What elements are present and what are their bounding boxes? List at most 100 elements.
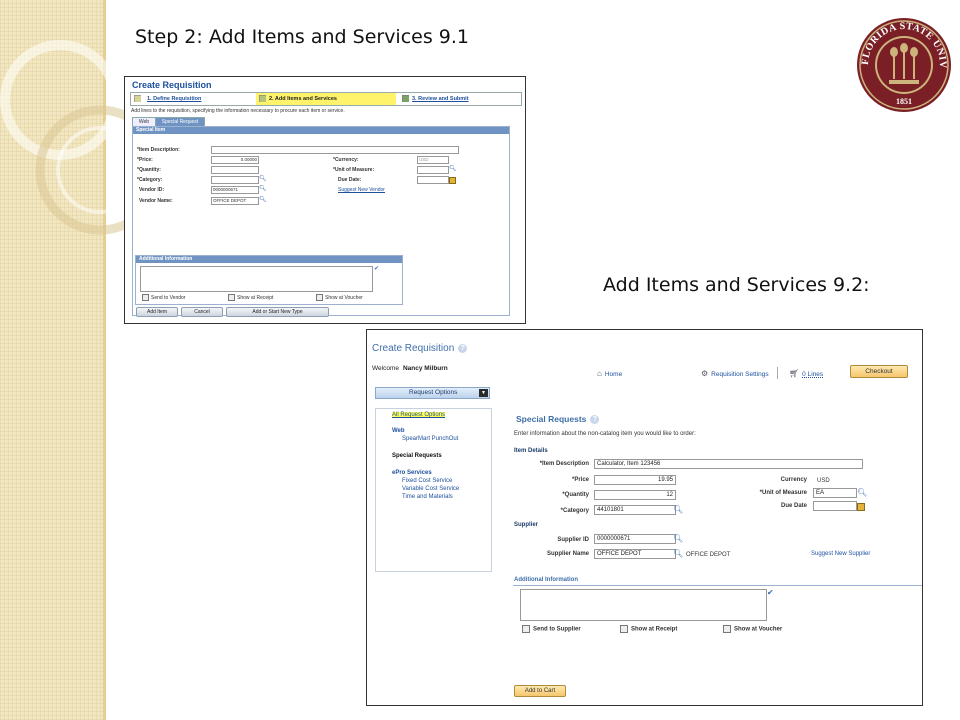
vendor-id-search-icon[interactable]: 🔍︎ [259,186,267,192]
supplier-name-search-icon[interactable]: 🔍︎ [673,549,684,558]
category-input[interactable]: 44101801 [594,505,676,515]
step-2-icon [259,95,266,102]
due-date-input[interactable] [417,176,449,184]
vendor-name-input[interactable]: OFFICE DEPOT [211,197,259,205]
quantity-input[interactable] [211,166,259,174]
due-date-label: Due Date [780,503,807,509]
calendar-icon[interactable] [857,503,865,511]
step-3-icon [402,95,409,102]
calendar-icon[interactable] [449,177,456,184]
step-1-link[interactable]: 1. Define Requisition [147,96,202,102]
vendor-id-input[interactable]: 0000000671 [211,186,259,194]
item-description-input[interactable] [211,146,459,154]
sidebar-item-time-and-materials[interactable]: Time and Materials [402,494,453,500]
send-to-vendor-checkbox[interactable]: Send to Vendor [142,294,185,301]
cancel-button[interactable]: Cancel [181,307,223,317]
spellcheck-icon[interactable]: ✔ [767,588,774,597]
supplier-id-input[interactable]: 0000000671 [594,534,676,544]
sidebar-item-special-requests[interactable]: Special Requests [392,453,442,459]
sidebar-item-fixed-cost-service[interactable]: Fixed Cost Service [402,478,453,484]
slide-title-9-2: Add Items and Services 9.2: [603,274,870,296]
instructions-text: Add lines to the requisition, specifying… [131,108,345,114]
item-description-input[interactable]: Calculator, Item 123456 [594,459,863,469]
supplier-id-search-icon[interactable]: 🔍︎ [673,534,684,543]
vendor-name-label: Vendor Name: [139,198,173,204]
category-search-icon[interactable]: 🔍︎ [259,176,267,182]
unit-of-measure-label: *Unit of Measure [759,490,807,496]
currency-input[interactable]: USD [417,156,449,164]
price-label: *Price: [137,157,153,163]
cart-icon: 🛒︎ [789,369,800,378]
step-1[interactable]: 1. Define Requisition [134,93,254,105]
add-to-cart-button[interactable]: Add to Cart [514,685,566,697]
quantity-input[interactable]: 12 [594,490,676,500]
step-bar: 1. Define Requisition 2. Add Items and S… [130,92,522,106]
sidebar-item-epro-services[interactable]: ePro Services [392,470,432,476]
decorative-band [0,0,106,720]
home-link[interactable]: ⌂Home [597,369,622,378]
show-at-voucher-checkbox[interactable]: Show at Voucher [723,625,782,633]
special-requests-heading: Special Requests? [516,414,600,425]
uom-search-icon[interactable]: 🔍︎ [857,488,868,497]
sidebar-item-variable-cost-service[interactable]: Variable Cost Service [402,486,460,492]
unit-of-measure-input[interactable]: EA [813,488,857,498]
page-title: Create Requisition [132,80,212,90]
category-input[interactable] [211,176,259,184]
add-or-start-new-type-button[interactable]: Add or Start New Type [226,307,329,317]
supplier-name-input[interactable]: OFFICE DEPOT [594,549,676,559]
step-2[interactable]: 2. Add Items and Services [256,93,396,105]
price-input[interactable]: 19.95 [594,475,676,485]
quantity-label: *Quantity [562,492,589,498]
cart-lines-label: 0 Lines [802,371,824,378]
step-3-link[interactable]: 3. Review and Submit [412,96,469,102]
sidebar-item-all-request-options[interactable]: All Request Options [392,412,446,418]
cart-link[interactable]: 🛒︎0 Lines [789,369,823,378]
unit-of-measure-label: *Unit of Measure: [333,167,375,173]
add-item-button[interactable]: Add Item [136,307,178,317]
sidebar-item-web[interactable]: Web [392,428,405,434]
spellcheck-icon[interactable]: ✔ [374,266,380,272]
currency-label: *Currency: [333,157,359,163]
checkout-button[interactable]: Checkout [850,365,908,378]
user-name: Nancy Milburn [402,365,448,372]
additional-information-panel: Additional Information ✔ Send to Vendor … [135,255,403,305]
special-requests-subtext: Enter information about the non-catalog … [514,431,696,437]
quantity-label: *Quantity: [137,167,161,173]
requisition-settings-link[interactable]: ⚙Requisition Settings [701,369,769,378]
category-label: *Category [560,508,589,514]
category-search-icon[interactable]: 🔍︎ [673,505,684,514]
request-options-label: Request Options [409,389,458,396]
step-2-label: 2. Add Items and Services [269,96,337,102]
suggest-new-vendor-link[interactable]: Suggest New Vendor [338,187,385,193]
price-input[interactable]: 0.00000 [211,156,259,164]
additional-information-header: Additional Information [514,577,578,583]
supplier-id-label: Supplier ID [557,537,589,543]
request-options-dropdown[interactable]: Request Options ▼ [375,387,490,399]
supplier-name-display: OFFICE DEPOT [686,552,731,558]
send-to-supplier-checkbox[interactable]: Send to Supplier [522,625,581,633]
section-header: Special Item [133,127,509,134]
due-date-input[interactable] [813,501,857,511]
fsu-seal-logo: FLORIDA STATE UNIVERSITY 1851 [856,17,951,112]
unit-of-measure-input[interactable] [417,166,449,174]
suggest-new-supplier-link[interactable]: Suggest New Supplier [811,551,871,557]
currency-label: Currency [780,477,807,483]
item-description-label: *Item Description [539,461,589,467]
show-at-voucher-checkbox[interactable]: Show at Voucher [316,294,363,301]
uom-search-icon[interactable]: 🔍︎ [449,166,457,172]
show-at-voucher-label: Show at Voucher [325,294,363,301]
show-at-receipt-label: Show at Receipt [631,626,678,633]
additional-information-textarea[interactable] [520,589,767,621]
help-icon[interactable]: ? [458,343,468,353]
sidebar-item-spearmart-punchout[interactable]: SpearMart PunchOut [402,436,459,442]
additional-information-textarea[interactable] [140,266,373,292]
show-at-receipt-checkbox[interactable]: Show at Receipt [620,625,677,633]
vendor-name-search-icon[interactable]: 🔍︎ [259,197,267,203]
help-icon[interactable]: ? [590,415,600,425]
tab-special-request[interactable]: Special Request [155,117,205,127]
additional-information-header: Additional Information [136,256,402,263]
show-at-receipt-checkbox[interactable]: Show at Receipt [228,294,273,301]
step-3[interactable]: 3. Review and Submit [399,93,519,105]
